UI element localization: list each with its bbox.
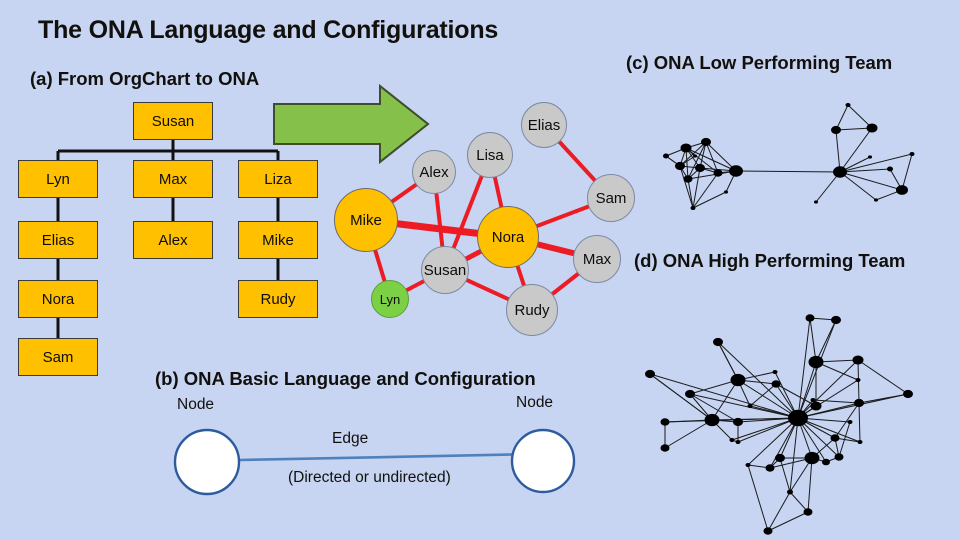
ona-node-label: Sam [595, 189, 627, 207]
org-box-rudy[interactable]: Rudy [238, 280, 318, 318]
low-performing-team-svg [663, 102, 915, 210]
org-box-sam[interactable]: Sam [18, 338, 98, 376]
org-chart-connectors [56, 140, 280, 338]
org-box-label: Liza [264, 170, 292, 188]
org-box-label: Elias [41, 231, 75, 249]
org-box-label: Alex [158, 231, 188, 249]
node-label-right: Node [516, 394, 554, 411]
section-c-title: (c) ONA Low Performing Team [626, 52, 893, 73]
basic-configuration-diagram: Node Node Edge (Directed or undirected) [150, 392, 590, 507]
ona-node-lyn[interactable]: Lyn [371, 280, 409, 318]
org-box-label: Mike [262, 231, 294, 249]
low-performing-team-graph [640, 80, 950, 210]
org-box-mike[interactable]: Mike [238, 221, 318, 259]
basic-config-shapes [173, 428, 576, 496]
section-a-title: (a) From OrgChart to ONA [30, 68, 260, 89]
ona-node-label: Rudy [514, 301, 550, 319]
org-box-label: Nora [41, 290, 75, 308]
ona-node-label: Lisa [476, 146, 504, 164]
ona-node-label: Lyn [379, 291, 401, 307]
ona-node-rudy[interactable]: Rudy [506, 284, 558, 336]
ona-node-lisa[interactable]: Lisa [467, 132, 513, 178]
ona-node-label: Max [582, 250, 612, 268]
org-box-max[interactable]: Max [133, 160, 213, 198]
ona-node-label: Nora [491, 228, 525, 246]
org-box-label: Max [158, 170, 188, 188]
ona-node-mike[interactable]: Mike [334, 188, 398, 252]
ona-node-alex[interactable]: Alex [412, 150, 456, 194]
transform-arrow-icon [273, 83, 430, 165]
edge-sublabel: (Directed or undirected) [288, 469, 451, 486]
org-box-label: Sam [42, 348, 74, 366]
ona-node-sam[interactable]: Sam [587, 174, 635, 222]
edge-label: Edge [332, 430, 369, 447]
ona-node-label: Susan [423, 261, 467, 279]
org-box-label: Susan [151, 112, 195, 130]
org-box-liza[interactable]: Liza [238, 160, 318, 198]
ona-node-label: Alex [419, 163, 449, 181]
ona-node-label: Mike [350, 211, 382, 229]
high-performing-team-svg [645, 314, 913, 535]
section-b-title: (b) ONA Basic Language and Configuration [155, 368, 536, 389]
ona-node-elias[interactable]: Elias [521, 102, 567, 148]
org-box-elias[interactable]: Elias [18, 221, 98, 259]
ona-node-susan[interactable]: Susan [421, 246, 469, 294]
org-box-label: Lyn [46, 170, 70, 188]
org-box-label: Rudy [260, 290, 296, 308]
org-box-alex[interactable]: Alex [133, 221, 213, 259]
ona-node-max[interactable]: Max [573, 235, 621, 283]
page-title: The ONA Language and Configurations [38, 16, 499, 44]
section-d-title: (d) ONA High Performing Team [634, 250, 906, 271]
org-box-nora[interactable]: Nora [18, 280, 98, 318]
org-box-lyn[interactable]: Lyn [18, 160, 98, 198]
ona-node-label: Elias [527, 116, 561, 134]
ona-node-nora[interactable]: Nora [477, 206, 539, 268]
high-performing-team-graph [620, 272, 950, 537]
org-box-susan[interactable]: Susan [133, 102, 213, 140]
node-label-left: Node [177, 396, 215, 413]
